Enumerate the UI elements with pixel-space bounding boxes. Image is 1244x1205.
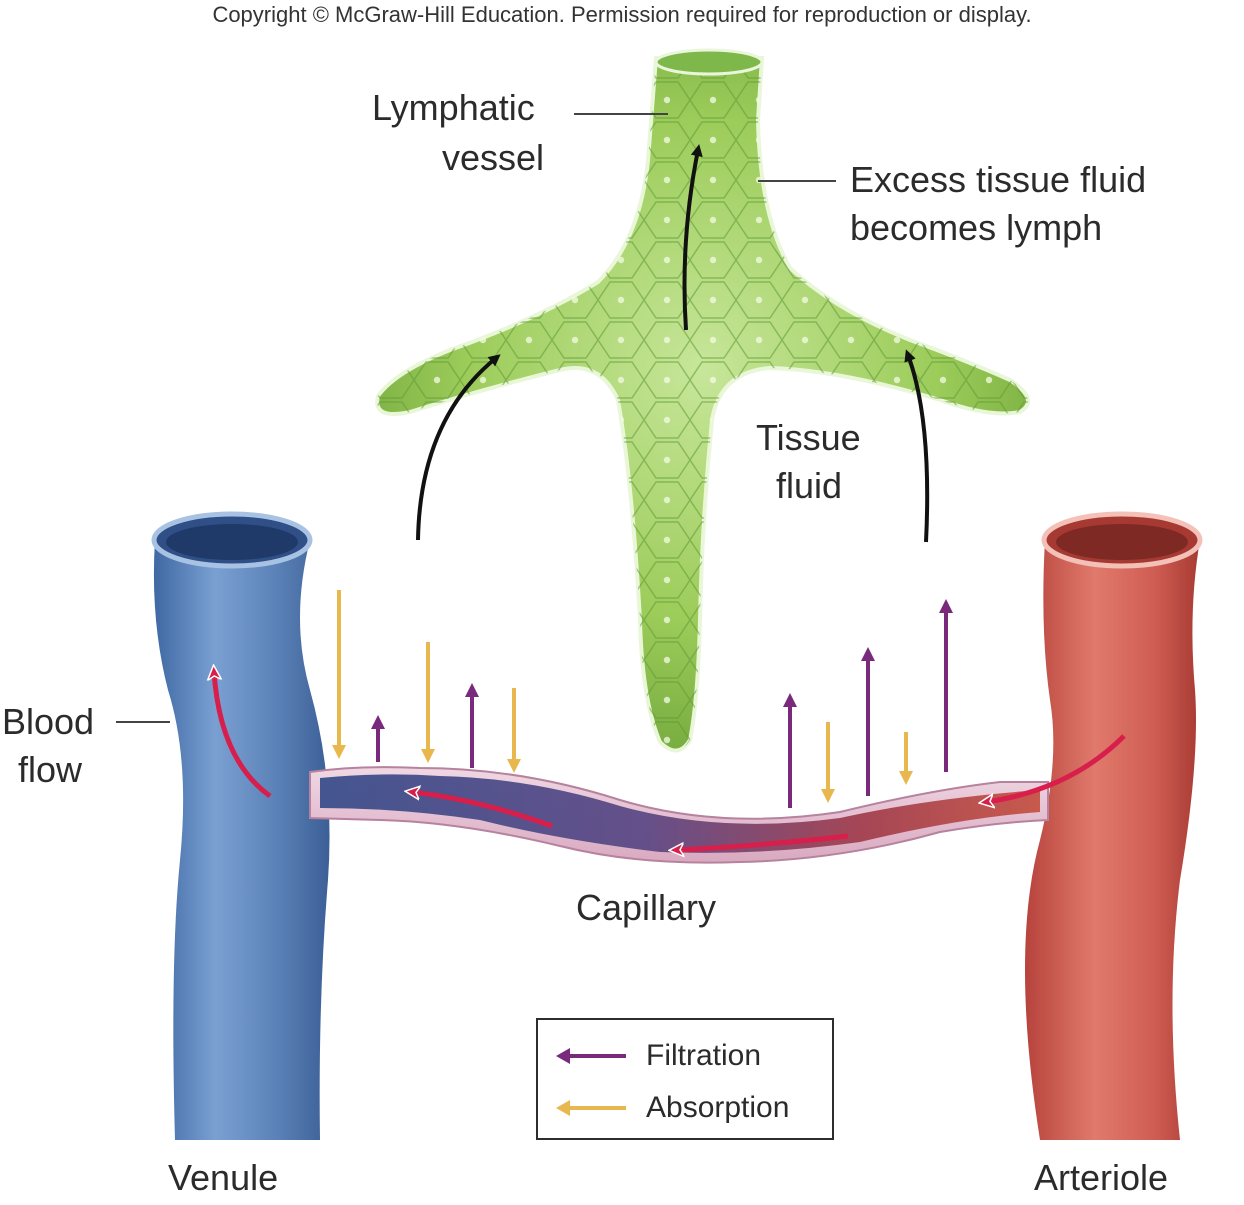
legend-filtration-label: Filtration — [646, 1039, 762, 1072]
copyright-notice: Copyright © McGraw-Hill Education. Permi… — [212, 2, 1032, 27]
blood-flow-label-line1: Blood — [2, 701, 95, 742]
legend-absorption-label: Absorption — [646, 1091, 790, 1124]
filtration-arrow-icon — [556, 1048, 626, 1064]
venule-label: Venule — [168, 1157, 279, 1198]
lymphatic-vessel-label-line2: vessel — [442, 137, 545, 178]
legend-absorption: Absorption — [556, 1084, 789, 1132]
blood-flow-arrows — [214, 672, 1126, 850]
leader-lines — [116, 113, 836, 723]
venule-vessel — [151, 511, 330, 1140]
arteriole-vessel — [1025, 511, 1203, 1140]
capillary-label: Capillary — [576, 887, 717, 928]
lymphatic-vessel — [375, 48, 1030, 753]
tissue-fluid-label-line1: Tissue — [756, 417, 861, 458]
tissue-fluid-label-line2: fluid — [776, 465, 843, 506]
excess-fluid-label-line2: becomes lymph — [850, 207, 1103, 248]
legend-box: Filtration Absorption — [536, 1018, 834, 1140]
arteriole-label: Arteriole — [1034, 1157, 1169, 1198]
legend-filtration: Filtration — [556, 1032, 761, 1080]
absorption-arrow-icon — [556, 1100, 626, 1116]
tissue-fluid-arrows — [416, 144, 930, 543]
lymphatic-vessel-label-line1: Lymphatic — [372, 87, 535, 128]
excess-fluid-label-line1: Excess tissue fluid — [850, 159, 1147, 200]
exchange-arrows — [332, 590, 953, 808]
capillary-vessel — [309, 766, 1049, 864]
blood-flow-label-line2: flow — [18, 749, 83, 790]
